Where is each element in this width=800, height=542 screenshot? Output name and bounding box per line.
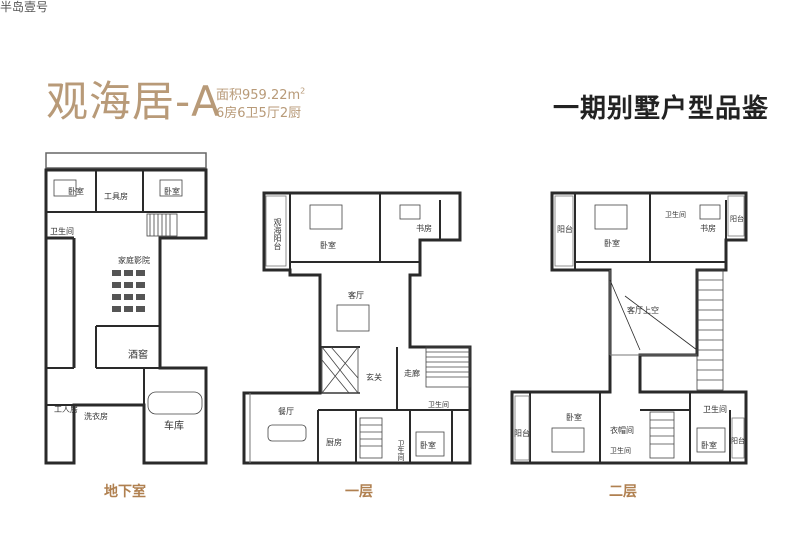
first-bathroom-label: 卫生间 (397, 440, 405, 461)
first-floor-plan (242, 191, 472, 465)
second-floor-plan (510, 191, 748, 465)
corner-caption: 半岛壹号 (0, 0, 49, 14)
second-bathroom-mid-label: 卫生间 (703, 405, 727, 414)
second-balcony-bottom-left-label: 阳台 (514, 429, 530, 438)
basement-servant-room-label: 工人房 (54, 405, 78, 414)
basement-laundry-label: 洗衣房 (84, 412, 108, 421)
first-sea-balcony-label: 观海阳台 (273, 218, 282, 250)
first-dining-label: 餐厅 (278, 407, 294, 416)
basement-garage-label: 车库 (164, 421, 184, 432)
first-floor-label: 一层 (345, 484, 373, 500)
basement-tool-room-label: 工具房 (104, 192, 128, 201)
first-study-label: 书房 (416, 224, 432, 233)
second-balcony-left-label: 阳台 (557, 225, 573, 234)
basement-floor-label: 地下室 (104, 484, 146, 500)
rooms-summary: 6房6卫5厅2厨 (216, 106, 302, 121)
basement-bathroom-label: 卫生间 (50, 227, 74, 236)
second-bathroom-bottom-label: 卫生间 (610, 447, 631, 455)
area-label: 面积959.22m2 (216, 86, 306, 103)
second-floor-label: 二层 (609, 484, 637, 500)
second-balcony-bottom-right-label: 阳台 (731, 437, 745, 445)
second-closet-label: 衣帽间 (610, 426, 634, 435)
first-entrance-label: 玄关 (366, 373, 382, 382)
first-kitchen-label: 厨房 (326, 438, 342, 447)
first-living-room-label: 客厅 (348, 291, 364, 300)
basement-bedroom-right-label: 卧室 (164, 187, 180, 196)
basement-bedroom-left-label: 卧室 (68, 187, 84, 196)
second-bedroom-br-label: 卧室 (701, 441, 717, 450)
basement-theater-label: 家庭影院 (118, 256, 150, 265)
second-bedroom-top-label: 卧室 (604, 239, 620, 248)
second-bedroom-bl-label: 卧室 (566, 413, 582, 422)
second-balcony-right-label: 阳台 (730, 215, 744, 223)
second-living-void-label: 客厅上空 (627, 306, 659, 315)
basement-wine-cellar-label: 酒窖 (128, 350, 148, 361)
plan-title: 观海居-A (46, 77, 221, 126)
first-bedroom2-label: 卧室 (420, 441, 436, 450)
first-bathroom2-label: 卫生间 (428, 401, 449, 409)
second-bathroom-top-label: 卫生间 (665, 211, 686, 219)
headline: 一期别墅户型品鉴 (553, 94, 770, 124)
basement-plan (44, 152, 208, 465)
second-study-label: 书房 (700, 224, 716, 233)
first-corridor-label: 走廊 (404, 369, 420, 378)
first-bedroom-label: 卧室 (320, 241, 336, 250)
